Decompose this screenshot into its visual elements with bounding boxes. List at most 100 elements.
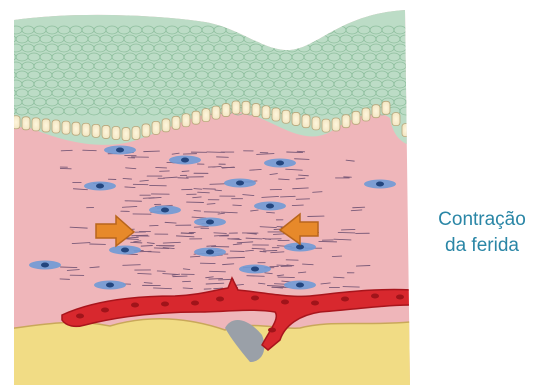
basal-cell (232, 101, 240, 114)
collagen-fiber (341, 229, 354, 230)
collagen-fiber (198, 192, 210, 193)
wound-contraction-label: Contração da ferida (418, 207, 546, 259)
collagen-fiber (277, 265, 288, 266)
basal-cell (212, 106, 220, 119)
basal-cell (322, 119, 330, 132)
basal-cell (282, 110, 290, 123)
epidermal-cell (406, 80, 418, 88)
collagen-fiber (190, 256, 199, 257)
basal-cell (332, 118, 340, 131)
fibroblast-nucleus (206, 220, 214, 225)
collagen-fiber (207, 152, 225, 153)
basal-cell (352, 111, 360, 124)
collagen-fiber (125, 187, 135, 188)
fibroblast-nucleus (181, 158, 189, 163)
collagen-fiber (207, 204, 215, 205)
basal-cell (42, 119, 50, 132)
collagen-fiber (123, 265, 140, 266)
fibroblast-nucleus (236, 181, 244, 186)
basal-cell (132, 126, 140, 139)
collagen-fiber (131, 242, 142, 243)
fibroblast-nucleus (276, 161, 284, 166)
red-blood-cell (281, 300, 289, 305)
basal-cell (112, 126, 120, 139)
red-blood-cell (251, 296, 259, 301)
fibroblast-nucleus (251, 267, 259, 272)
caption-line-2: da ferida (418, 233, 546, 259)
epidermal-cell (238, 26, 250, 34)
basal-cell (22, 117, 30, 130)
collagen-fiber (207, 246, 216, 247)
basal-cell (342, 115, 350, 128)
caption-line-1: Contração (418, 207, 546, 233)
collagen-fiber (144, 151, 160, 152)
basal-cell (92, 124, 100, 137)
red-blood-cell (161, 302, 169, 307)
red-blood-cell (396, 295, 404, 300)
epidermal-cell (406, 44, 418, 52)
fibroblast-nucleus (206, 250, 214, 255)
basal-cell (262, 106, 270, 119)
collagen-fiber (141, 246, 152, 247)
collagen-fiber (194, 189, 202, 190)
epidermal-cell (262, 26, 274, 34)
fibroblast-nucleus (41, 263, 49, 268)
epidermal-cell (310, 26, 322, 34)
collagen-fiber (154, 248, 169, 249)
collagen-fiber (173, 276, 187, 277)
epidermal-cell (322, 26, 334, 34)
basal-cell (172, 116, 180, 129)
epidermal-cell (298, 26, 310, 34)
red-blood-cell (371, 294, 379, 299)
epidermal-cell (304, 35, 316, 43)
collagen-fiber (183, 288, 192, 289)
collagen-fiber (260, 251, 266, 252)
red-blood-cell (76, 314, 84, 319)
collagen-fiber (356, 265, 370, 266)
fibroblast-nucleus (296, 245, 304, 250)
collagen-fiber (210, 271, 226, 272)
collagen-fiber (313, 192, 322, 193)
fibroblast-nucleus (296, 283, 304, 288)
collagen-fiber (60, 267, 76, 268)
epidermal-cell (292, 35, 304, 43)
basal-cell (362, 108, 370, 121)
collagen-fiber (132, 235, 148, 236)
basal-cell (102, 125, 110, 138)
basal-cell (272, 108, 280, 121)
fibroblast-nucleus (96, 184, 104, 189)
fibroblast-nucleus (161, 208, 169, 213)
basal-cell (142, 124, 150, 137)
collagen-fiber (61, 150, 72, 151)
basal-cell (82, 123, 90, 136)
basal-cell (182, 114, 190, 127)
fibroblast-nucleus (266, 204, 274, 209)
basal-cell (392, 113, 400, 126)
red-blood-cell (311, 301, 319, 306)
basal-cell (372, 105, 380, 118)
fibroblast-nucleus (376, 182, 384, 187)
basal-cell (192, 111, 200, 124)
collagen-fiber (292, 205, 303, 206)
collagen-fiber (165, 222, 176, 223)
red-blood-cell (101, 308, 109, 313)
basal-cell (122, 128, 130, 141)
fat-layer (0, 319, 410, 389)
epidermal-cell (280, 35, 292, 43)
collagen-fiber (287, 152, 303, 153)
basal-cell (382, 101, 390, 114)
basal-cell (302, 115, 310, 128)
fibroblast-nucleus (121, 248, 129, 253)
collagen-fiber (332, 256, 341, 257)
epidermal-cell (268, 35, 280, 43)
epidermal-cell (406, 98, 418, 106)
basal-cell (202, 109, 210, 122)
basal-cell (222, 104, 230, 117)
fibroblast-nucleus (116, 148, 124, 153)
basal-cell (152, 121, 160, 134)
red-blood-cell (191, 301, 199, 306)
red-blood-cell (131, 303, 139, 308)
basal-cell (312, 117, 320, 130)
collagen-fiber (233, 205, 241, 206)
